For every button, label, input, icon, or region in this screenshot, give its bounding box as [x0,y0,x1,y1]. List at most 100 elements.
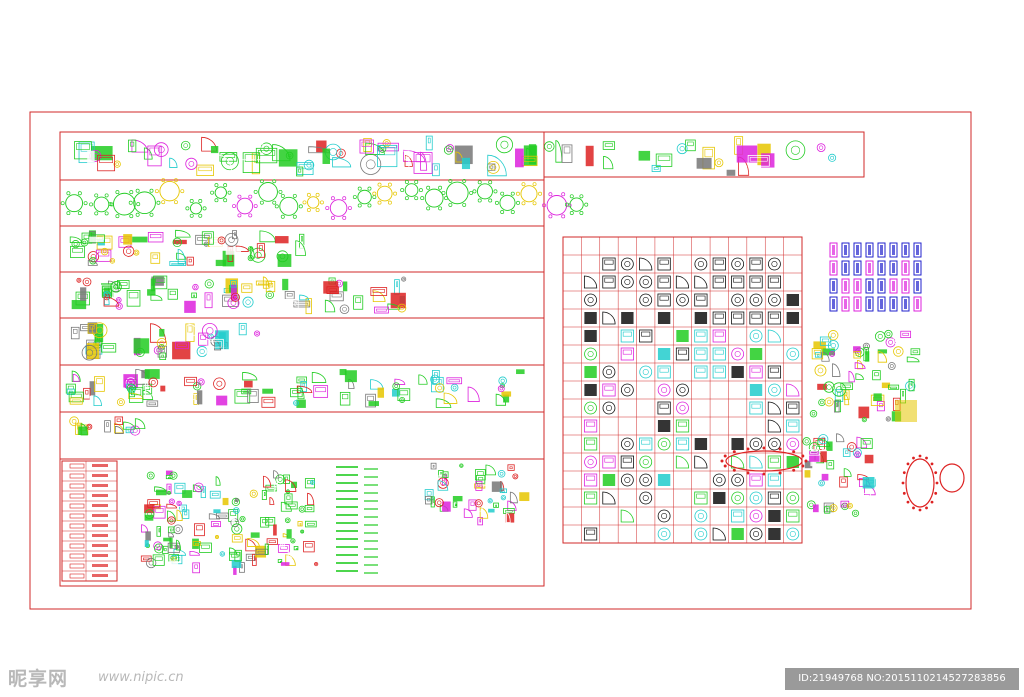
cad-symbol [786,401,800,415]
cad-symbol [285,501,298,510]
cad-symbol [426,206,431,211]
cad-symbol [442,501,451,512]
cad-symbol [733,277,743,283]
cad-symbol [191,292,197,299]
cad-symbol [638,150,651,161]
cad-symbol [853,296,862,312]
cad-symbol [279,542,286,549]
cad-symbol [479,519,482,523]
cad-symbol [841,296,850,312]
cad-symbol [901,242,910,258]
cad-symbol [282,278,289,291]
cad-symbol [89,236,104,243]
cad-symbol [104,193,109,198]
cad-symbol [71,418,77,424]
cad-symbol [675,347,690,361]
cad-symbol [501,490,505,493]
cad-symbol [809,502,814,507]
cad-symbol [459,463,464,468]
cad-symbol [222,250,235,267]
cad-symbol [255,332,259,336]
cad-symbol [734,494,741,501]
cad-symbol [816,143,826,153]
cad-symbol [193,294,195,297]
cad-symbol [171,263,184,266]
cad-symbol [749,401,763,415]
cad-symbol [309,537,314,541]
cad-symbol [624,440,631,447]
cad-symbol [244,380,253,388]
cad-symbol [826,399,832,405]
cad-symbol [92,564,108,567]
cad-symbol [144,504,155,514]
cad-symbol [821,473,829,481]
cad-symbol [659,403,669,409]
cad-symbol [233,295,238,300]
cad-symbol [168,485,171,490]
cad-symbol [855,453,860,457]
cad-symbol [214,154,232,172]
cad-symbol [292,214,297,219]
cad-symbol [885,416,891,422]
cad-symbol [624,386,631,393]
cad-symbol [133,191,156,215]
cad-symbol [930,500,934,504]
cad-symbol [175,508,181,513]
cad-symbol [657,420,671,432]
cad-symbol [239,515,246,523]
cad-symbol [477,483,481,487]
cad-symbol [584,384,597,396]
cad-symbol [156,546,162,551]
cad-symbol [188,160,195,167]
cad-symbol [789,530,796,537]
cad-symbol [336,498,358,500]
cad-symbol [274,204,279,209]
cad-symbol [819,145,824,150]
cad-symbol [768,257,781,271]
cad-symbol [136,202,141,207]
cad-symbol [834,400,840,413]
cad-symbol [263,492,266,496]
cad-symbol [231,559,242,568]
cad-symbol [935,481,939,485]
cad-symbol [510,191,515,196]
cad-symbol [115,190,120,195]
cad-symbol [336,554,358,556]
cad-symbol [868,299,871,309]
cad-symbol [173,178,178,183]
cad-symbol [247,538,260,547]
cad-symbol [135,212,140,217]
cad-symbol [842,384,851,388]
cad-symbol [495,136,513,154]
cad-symbol [771,260,778,267]
cad-symbol [437,480,449,491]
cad-symbol [676,293,689,307]
cad-symbol [498,376,507,386]
cad-symbol [892,263,895,273]
cad-symbol [66,191,71,196]
cad-symbol [448,178,453,183]
cad-symbol [694,365,708,379]
cad-symbol [240,139,264,161]
cad-symbol [328,288,337,292]
cad-symbol [297,521,303,527]
cad-symbol [194,564,198,569]
cad-symbol [177,343,187,347]
cad-symbol [245,553,256,561]
cad-symbol [762,446,766,450]
cad-symbol [894,338,899,343]
cad-symbol [785,140,806,161]
cad-symbol [169,471,178,480]
cad-symbol [853,511,858,516]
cad-symbol [95,249,112,262]
cad-symbol [147,145,162,167]
cad-symbol [564,202,569,207]
cad-symbol [657,527,671,541]
cad-symbol [515,191,520,196]
cad-symbol [218,514,227,518]
cad-symbol [146,400,159,407]
cad-symbol [286,518,290,522]
cad-symbol [261,396,276,408]
cad-symbol [694,491,708,505]
